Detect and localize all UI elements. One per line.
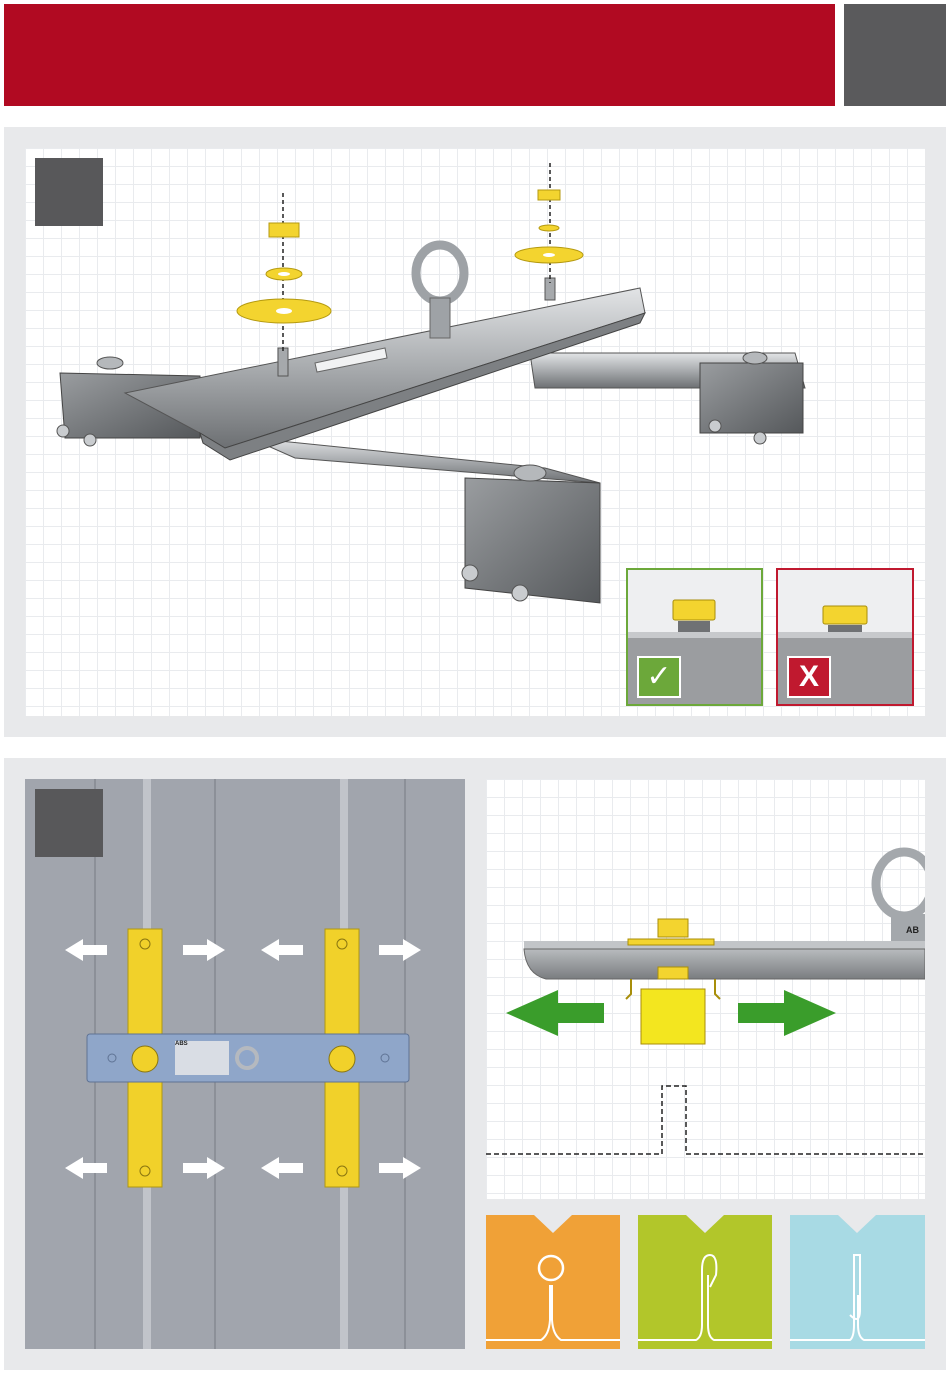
plate-label: ABS — [175, 1041, 188, 1047]
seam-type-round — [486, 1215, 620, 1349]
snap-seam-icon — [790, 1255, 860, 1340]
slide-left-arrow — [506, 990, 604, 1036]
step-2-number-box — [35, 789, 103, 857]
correct-example-box: ✓ — [626, 568, 763, 706]
x-icon: X — [787, 656, 831, 698]
slide-right-arrow — [738, 990, 836, 1036]
seam-type-snap — [790, 1215, 925, 1349]
header-banner — [4, 4, 835, 106]
eye-label: AB — [906, 925, 919, 935]
seam-type-standing — [638, 1215, 772, 1349]
hex-nut — [269, 223, 299, 237]
seam-clamp — [641, 989, 705, 1044]
check-icon: ✓ — [637, 656, 681, 698]
header-tab — [844, 4, 946, 106]
eye-bolt — [416, 245, 464, 301]
front-crossbar — [250, 438, 600, 483]
clamp-detail-canvas: AB — [486, 779, 925, 1199]
roof-top-view: ABS — [25, 779, 465, 1349]
rail-side-view — [524, 941, 925, 949]
round-seam-icon — [486, 1285, 550, 1340]
standing-seam-icon — [638, 1255, 716, 1340]
incorrect-example-box: X — [776, 568, 914, 706]
